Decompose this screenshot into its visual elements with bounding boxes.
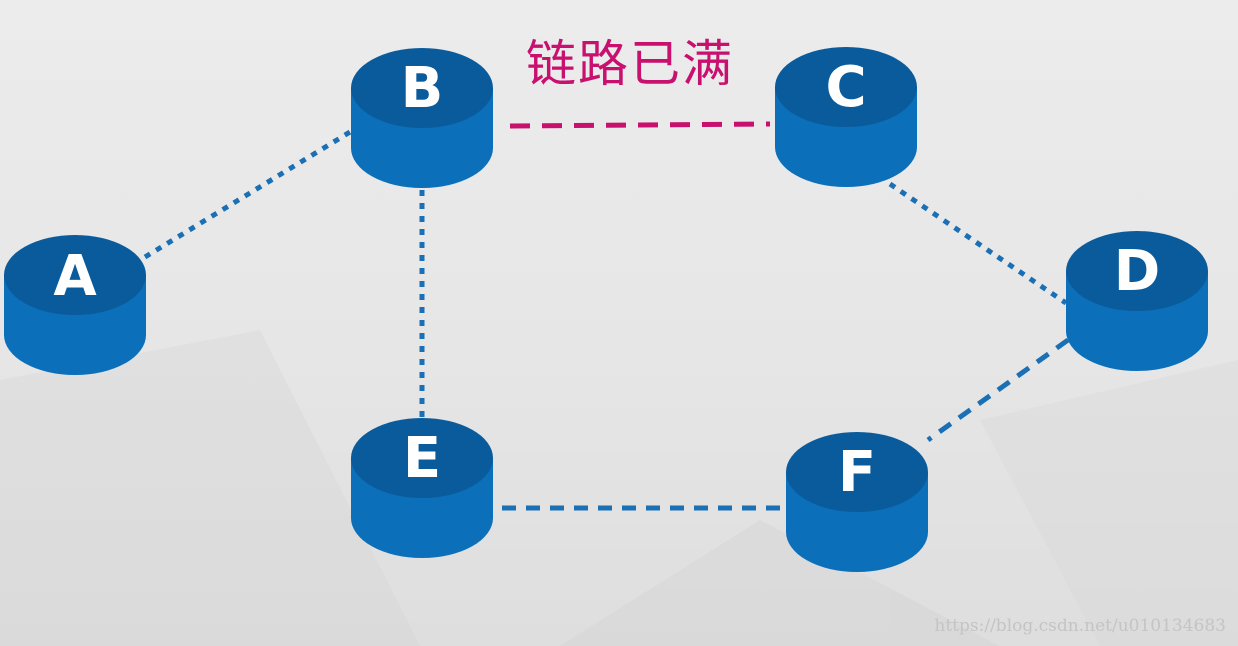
link-d-f (926, 337, 1070, 443)
node-f: F (786, 432, 928, 572)
node-label-f: F (838, 440, 876, 505)
node-label-a: A (53, 244, 97, 309)
node-c: C (775, 47, 917, 187)
node-a: A (4, 235, 146, 375)
link-b-c-full (509, 121, 771, 129)
watermark: https://blog.csdn.net/u010134683 (934, 616, 1226, 636)
links (143, 121, 1070, 511)
node-d: D (1066, 231, 1208, 371)
link-a-b (143, 129, 352, 260)
link-c-d (888, 181, 1068, 306)
background-facets (0, 330, 1238, 646)
node-label-d: D (1114, 239, 1160, 304)
node-b: B (351, 48, 493, 188)
node-e: E (351, 418, 493, 558)
node-label-c: C (825, 55, 866, 120)
node-label-e: E (403, 426, 441, 491)
node-label-b: B (401, 56, 444, 121)
link-full-label: 链路已满 (526, 35, 734, 93)
